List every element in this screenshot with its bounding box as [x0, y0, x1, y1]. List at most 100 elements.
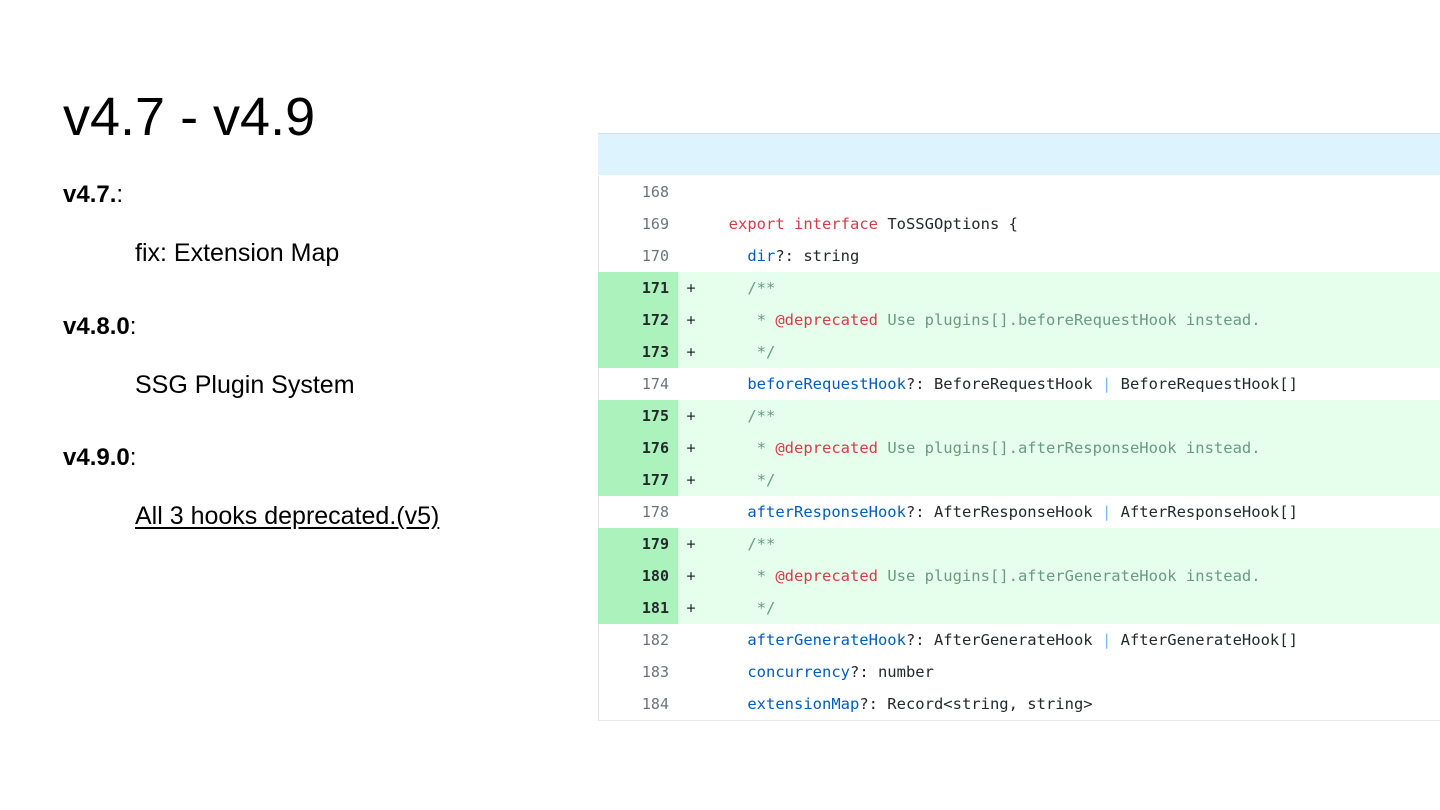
- line-number[interactable]: 173: [598, 336, 678, 368]
- code-line[interactable]: dir?: string: [704, 240, 1440, 272]
- diff-marker: [678, 656, 704, 688]
- diff-row: 176+ * @deprecated Use plugins[].afterRe…: [598, 432, 1440, 464]
- code-token-prop: concurrency: [747, 663, 850, 681]
- diff-row: 182 afterGenerateHook?: AfterGenerateHoo…: [598, 624, 1440, 656]
- line-number[interactable]: 169: [598, 208, 678, 240]
- code-line[interactable]: /**: [704, 528, 1440, 560]
- line-number[interactable]: 179: [598, 528, 678, 560]
- code-token-cm: Use plugins[].afterGenerateHook instead.: [877, 567, 1261, 585]
- code-token-cm: */: [710, 471, 776, 489]
- line-number[interactable]: 176: [598, 432, 678, 464]
- diff-row: 174 beforeRequestHook?: BeforeRequestHoo…: [598, 368, 1440, 400]
- spacer: [63, 342, 583, 370]
- version-label: v4.8.0: [63, 312, 130, 340]
- code-token-plain: AfterGenerateHook[]: [1111, 631, 1298, 649]
- code-line[interactable]: /**: [704, 272, 1440, 304]
- line-number[interactable]: 182: [598, 624, 678, 656]
- diff-marker: [678, 176, 704, 208]
- line-number[interactable]: 178: [598, 496, 678, 528]
- diff-row: 178 afterResponseHook?: AfterResponseHoo…: [598, 496, 1440, 528]
- code-token-plain: [710, 503, 747, 521]
- code-token-plain: [710, 663, 747, 681]
- code-token-dep: @deprecated: [775, 439, 878, 457]
- diff-row: 168: [598, 176, 1440, 208]
- code-line[interactable]: [704, 176, 1440, 208]
- code-token-plain: ?: string: [775, 247, 860, 265]
- code-token-cm: Use plugins[].afterResponseHook instead.: [877, 439, 1261, 457]
- code-token-plain: ?: AfterResponseHook: [905, 503, 1102, 521]
- code-token-plain: ?: BeforeRequestHook: [905, 375, 1102, 393]
- code-line[interactable]: */: [704, 336, 1440, 368]
- line-number[interactable]: 174: [598, 368, 678, 400]
- line-number[interactable]: 177: [598, 464, 678, 496]
- diff-row: 175 + /**: [598, 400, 1440, 432]
- diff-row: 173+ */: [598, 336, 1440, 368]
- version-colon: :: [116, 181, 124, 209]
- code-token-pipe: |: [1101, 375, 1112, 393]
- line-number[interactable]: 170: [598, 240, 678, 272]
- code-line[interactable]: export interface ToSSGOptions {: [704, 208, 1440, 240]
- diff-hunk-header: [598, 134, 1440, 176]
- diff-row: 183 concurrency?: number: [598, 656, 1440, 688]
- line-number[interactable]: 168: [598, 176, 678, 208]
- code-token-cm: */: [710, 599, 776, 617]
- diff-row: 181+ */: [598, 592, 1440, 624]
- added-marker-icon: +: [686, 311, 696, 329]
- code-line[interactable]: afterGenerateHook?: AfterGenerateHook | …: [704, 624, 1440, 656]
- code-line[interactable]: * @deprecated Use plugins[].afterRespons…: [704, 432, 1440, 464]
- added-marker-icon: +: [686, 567, 696, 585]
- code-token-cm: /**: [710, 407, 776, 425]
- line-number[interactable]: 183: [598, 656, 678, 688]
- code-line[interactable]: */: [704, 464, 1440, 496]
- bullet-detail-1: fix: Extension Map: [135, 239, 340, 268]
- diff-marker: [678, 368, 704, 400]
- code-token-plain: {: [999, 215, 1018, 233]
- code-line[interactable]: * @deprecated Use plugins[].beforeReques…: [704, 304, 1440, 336]
- diff-row: 179 + /**: [598, 528, 1440, 560]
- code-token-prop: afterGenerateHook: [747, 631, 906, 649]
- line-number[interactable]: 175: [598, 400, 678, 432]
- diff-marker: [678, 208, 704, 240]
- added-marker-icon: +: [686, 535, 696, 553]
- code-token-plain: [710, 631, 747, 649]
- spacer: [63, 473, 583, 501]
- code-line[interactable]: extensionMap?: Record<string, string>: [704, 688, 1440, 720]
- code-line[interactable]: */: [704, 592, 1440, 624]
- diff-row: 170 dir?: string: [598, 240, 1440, 272]
- diff-row: 180 + * @deprecated Use plugins[].afterGe…: [598, 560, 1440, 592]
- code-token-prop: beforeRequestHook: [747, 375, 906, 393]
- line-number[interactable]: 181: [598, 592, 678, 624]
- code-token-cm: /**: [710, 535, 776, 553]
- diff-row: 172 + * @deprecated Use plugins[].beforeR…: [598, 304, 1440, 336]
- line-number[interactable]: 172: [598, 304, 678, 336]
- code-token-plain: BeforeRequestHook[]: [1111, 375, 1298, 393]
- code-token-prop: extensionMap: [747, 695, 860, 713]
- code-line[interactable]: * @deprecated Use plugins[].afterGenerat…: [704, 560, 1440, 592]
- code-token-cm: */: [710, 343, 776, 361]
- diff-row: 169 export interface ToSSGOptions {: [598, 208, 1440, 240]
- page-title: v4.7 - v4.9: [63, 87, 316, 147]
- line-number[interactable]: 180: [598, 560, 678, 592]
- added-marker-icon: +: [686, 407, 696, 425]
- code-line[interactable]: beforeRequestHook?: BeforeRequestHook | …: [704, 368, 1440, 400]
- code-line[interactable]: concurrency?: number: [704, 656, 1440, 688]
- line-number[interactable]: 171: [598, 272, 678, 304]
- code-token-plain: AfterResponseHook[]: [1111, 503, 1298, 521]
- version-colon: :: [129, 312, 137, 340]
- code-token-cm: *: [710, 567, 776, 585]
- diff-marker: [678, 240, 704, 272]
- code-line[interactable]: /**: [704, 400, 1440, 432]
- code-token-plain: ?: Record<string, string>: [859, 695, 1093, 713]
- bullet-version-2: v4.8.0:: [63, 312, 583, 342]
- version-colon: :: [129, 443, 137, 471]
- diff-row: 184 extensionMap?: Record<string, string…: [598, 688, 1440, 720]
- version-label: v4.9.0: [63, 443, 130, 471]
- bullet-detail-3: All 3 hooks deprecated.(v5): [135, 501, 440, 530]
- line-number[interactable]: 184: [598, 688, 678, 720]
- code-line[interactable]: afterResponseHook?: AfterResponseHook | …: [704, 496, 1440, 528]
- added-marker-icon: +: [686, 471, 696, 489]
